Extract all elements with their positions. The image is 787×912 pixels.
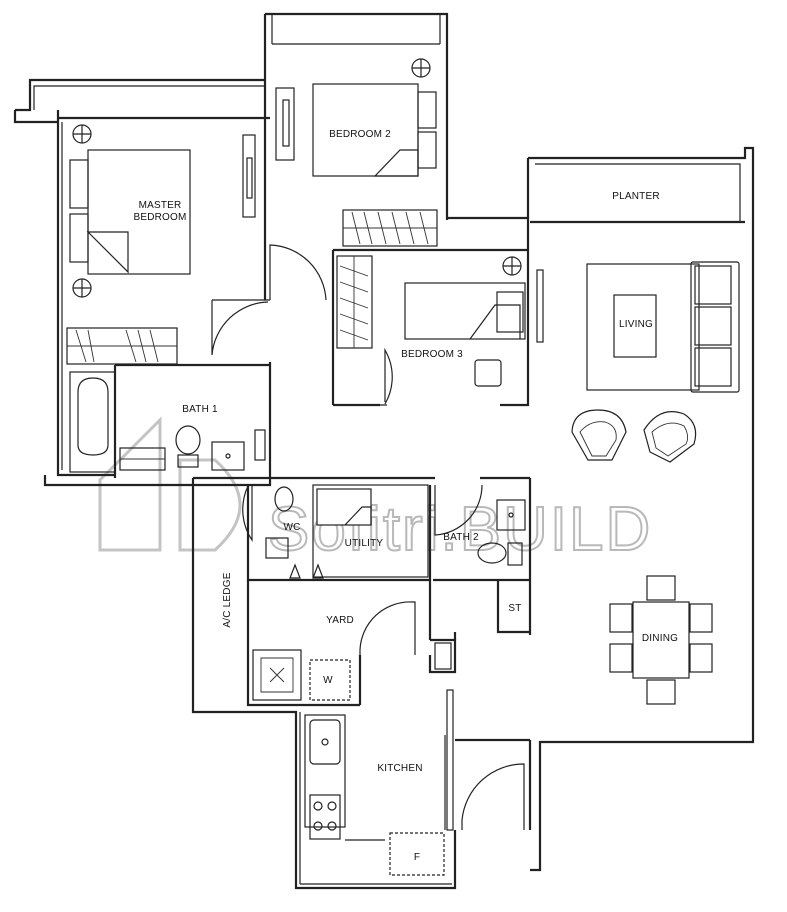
living-area: PLANTER LIVING [571,191,740,463]
washer-spot [309,659,351,701]
coffee-table [613,294,657,358]
living-rug [586,263,700,391]
service-rooms: WC UTILITY BATH 2 ST [242,484,526,614]
bedroom-2: BEDROOM 2 [275,58,438,247]
sofa [690,261,740,393]
kitchen: F KITCHEN [304,689,525,876]
bedroom2-label: BEDROOM 2 [329,129,391,140]
master-bed [87,149,191,275]
utility: UTILITY [289,484,429,579]
master-bedroom-label-1: MASTER [139,200,182,211]
bath-1: BATH 1 [69,371,266,473]
utility-label: UTILITY [345,538,384,549]
master-bedroom: MASTER BEDROOM [66,124,256,365]
bathtub [77,377,109,456]
dining-table [632,601,690,679]
master-bedroom-label-2: BEDROOM [133,212,186,223]
planter-label: PLANTER [612,191,660,202]
ac-ledge-label: A/C LEDGE [222,572,233,627]
wc: WC [242,485,300,559]
yard-label: YARD [326,615,354,626]
bedroom-3: BEDROOM 3 [336,255,544,387]
dining-label: DINING [642,633,678,644]
fridge-label: F [414,852,420,863]
lamp-icon [502,256,522,276]
bedroom3-label: BEDROOM 3 [401,349,463,360]
wc-label: WC [283,522,300,533]
living-label: LIVING [619,319,653,330]
bath2-label: BATH 2 [443,532,479,543]
basin-icon [211,441,245,471]
armchair-right [643,411,697,463]
st-label: ST [508,603,521,614]
hob [309,794,341,840]
yard-area: A/C LEDGE W YARD [222,572,452,701]
bedroom3-wardrobe [336,255,373,349]
lamp-icon [72,124,92,298]
toilet-icon [175,425,201,468]
washer-label: W [323,675,333,686]
yard-sink [252,649,302,701]
lamp-icon [411,58,431,78]
kitchen-sink [309,719,341,765]
bath-2: BATH 2 [434,484,526,566]
kitchen-label: KITCHEN [377,763,422,774]
bath1-label: BATH 1 [182,404,218,415]
bedroom2-bed [312,83,419,177]
dining-area: DINING [609,575,713,705]
corridor-doors [211,244,393,406]
fridge-spot [389,832,445,876]
bedroom3-bed [404,282,526,340]
armchair-left [571,409,627,461]
